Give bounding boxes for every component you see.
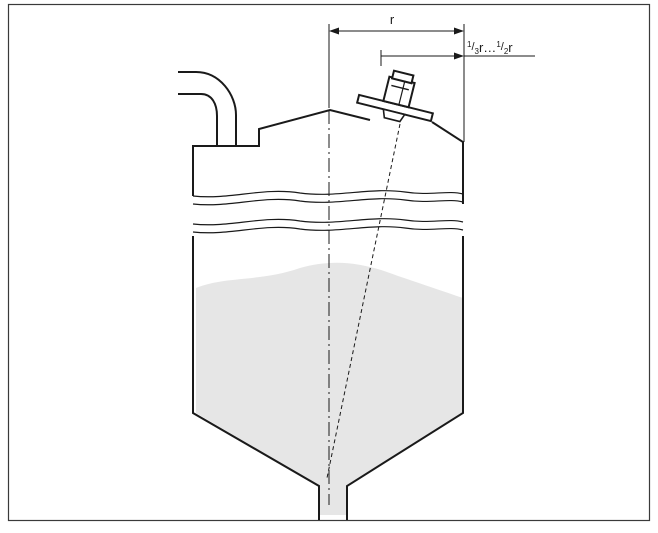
radius-arrow-left xyxy=(329,27,339,35)
sensor-antenna xyxy=(382,108,407,123)
break-line-upper-1 xyxy=(192,190,464,198)
silo-roof-right xyxy=(431,121,464,204)
offset-arrow-right xyxy=(454,52,464,60)
silo-body-cone xyxy=(192,236,464,520)
offset-label-unit: r xyxy=(508,40,513,55)
figure-frame xyxy=(7,3,651,522)
bulk-material-fill xyxy=(196,262,463,515)
offset-label-den-2: 2 xyxy=(504,47,509,56)
offset-label-num-2: 1 xyxy=(496,40,501,49)
offset-label-mid: r… xyxy=(479,40,496,55)
offset-label: 1/3r…1/2r xyxy=(467,40,513,56)
sensor-alignment-line xyxy=(326,123,401,479)
sensor-cap xyxy=(390,69,415,85)
radar-sensor xyxy=(355,69,435,123)
break-line-upper-2 xyxy=(192,198,464,206)
inlet-pipe xyxy=(178,93,218,146)
silo-roof xyxy=(236,108,371,147)
break-line-lower-1 xyxy=(192,218,464,226)
radius-arrow-right xyxy=(454,27,464,35)
silo-roof-left xyxy=(178,71,237,196)
radius-label: r xyxy=(390,12,395,27)
offset-label-slash-1: / xyxy=(471,41,475,53)
break-line-lower-2 xyxy=(192,226,464,234)
sensor-housing-detail xyxy=(391,84,409,91)
offset-label-num-1: 1 xyxy=(467,40,472,49)
offset-label-den-1: 3 xyxy=(475,47,480,56)
sensor-housing-detail xyxy=(398,80,406,105)
offset-label-slash-2: / xyxy=(501,41,505,53)
